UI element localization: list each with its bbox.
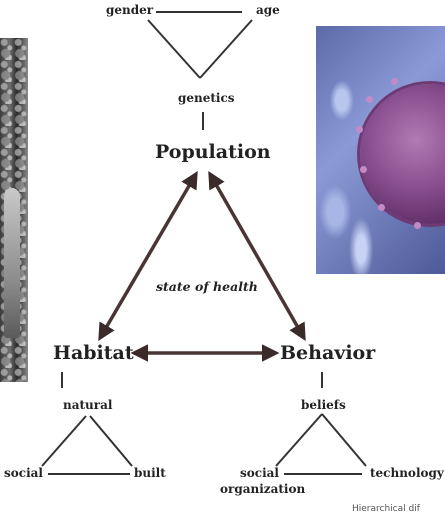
population-label: Population (155, 141, 271, 163)
figure-caption: Hierarchical dif (352, 504, 420, 514)
behavior-social-label: social (240, 466, 279, 480)
beliefs-social-line (276, 414, 322, 466)
age-genetics-line (200, 20, 252, 78)
organization-label: organization (220, 482, 305, 496)
behavior-label: Behavior (280, 342, 375, 364)
natural-built-line (90, 416, 132, 466)
state-of-health-label: state of health (156, 279, 258, 294)
habitat-label: Habitat (53, 342, 134, 364)
natural-label: natural (63, 398, 112, 412)
technology-label: technology (370, 466, 444, 480)
genetics-label: genetics (178, 91, 235, 105)
behavior-population-arrow (210, 174, 304, 338)
age-label: age (256, 3, 280, 17)
gender-label: gender (106, 3, 153, 17)
beliefs-label: beliefs (301, 398, 346, 412)
natural-social-line (42, 416, 86, 466)
habitat-social-label: social (4, 466, 43, 480)
gender-genetics-line (148, 20, 200, 78)
built-label: built (134, 466, 166, 480)
habitat-population-arrow (100, 174, 196, 338)
beliefs-technology-line (322, 414, 366, 466)
